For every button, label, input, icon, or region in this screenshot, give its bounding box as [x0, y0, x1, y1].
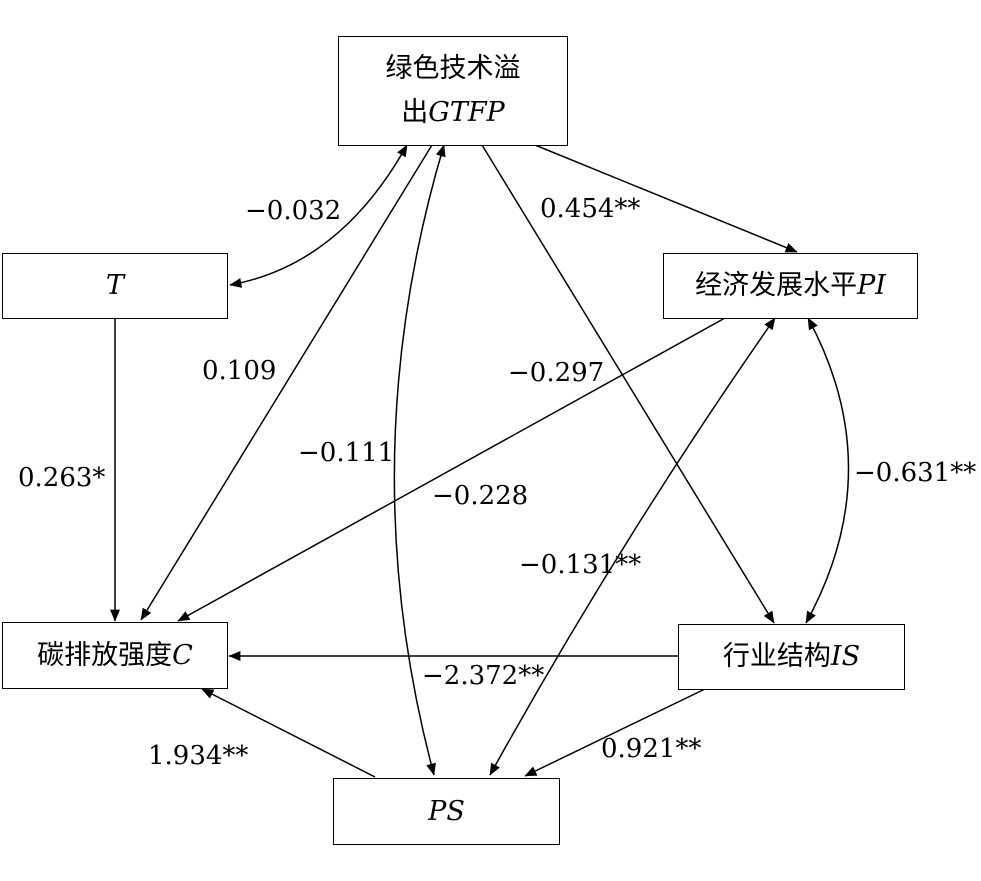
label-gtfp-t: −0.032: [245, 196, 342, 226]
node-gtfp-line2-abbr: GTFP: [428, 97, 505, 128]
label-is-ps: 0.921**: [601, 734, 702, 764]
node-pi-cn: 经济发展水平: [695, 270, 858, 301]
node-ps-label: PS: [428, 795, 465, 827]
label-gtfp-pi: 0.454**: [540, 194, 641, 224]
label-t-c: 0.263*: [18, 463, 106, 493]
edge-is-ps: [524, 688, 706, 777]
edge-gtfp-t: [229, 144, 408, 288]
node-t: T: [2, 253, 228, 319]
label-ps-c: 1.934**: [148, 741, 249, 771]
node-c-cn: 碳排放强度: [37, 639, 173, 671]
node-gtfp-line2: 出GTFP: [401, 91, 504, 135]
edge-pi-is: [805, 317, 850, 624]
node-gtfp-line1: 绿色技术溢: [385, 53, 521, 84]
node-c-abbr: C: [172, 639, 193, 671]
node-pi-abbr: PI: [857, 270, 886, 301]
edge-gtfp-c: [140, 144, 433, 621]
node-gtfp: 绿色技术溢 出GTFP: [338, 36, 568, 146]
node-is-abbr: IS: [830, 641, 861, 672]
label-is-c: −2.372**: [422, 661, 545, 691]
label-pi-c: −0.228: [432, 481, 529, 511]
label-gtfp-ps: −0.111: [298, 438, 395, 468]
edge-pi-ps: [489, 317, 776, 776]
label-gtfp-c: 0.109: [202, 356, 277, 386]
node-ps: PS: [333, 778, 560, 845]
label-pi-ps: −0.131**: [519, 550, 642, 580]
label-pi-is: −0.631**: [854, 458, 977, 488]
edge-ps-c: [201, 688, 376, 778]
node-t-label: T: [105, 270, 124, 301]
edge-gtfp-pi: [534, 144, 798, 253]
label-gtfp-is: −0.297: [508, 358, 605, 388]
node-is-cn: 行业结构: [722, 641, 831, 672]
edge-gtfp-ps: [393, 144, 446, 776]
node-gtfp-line2-cn: 出: [401, 97, 429, 128]
